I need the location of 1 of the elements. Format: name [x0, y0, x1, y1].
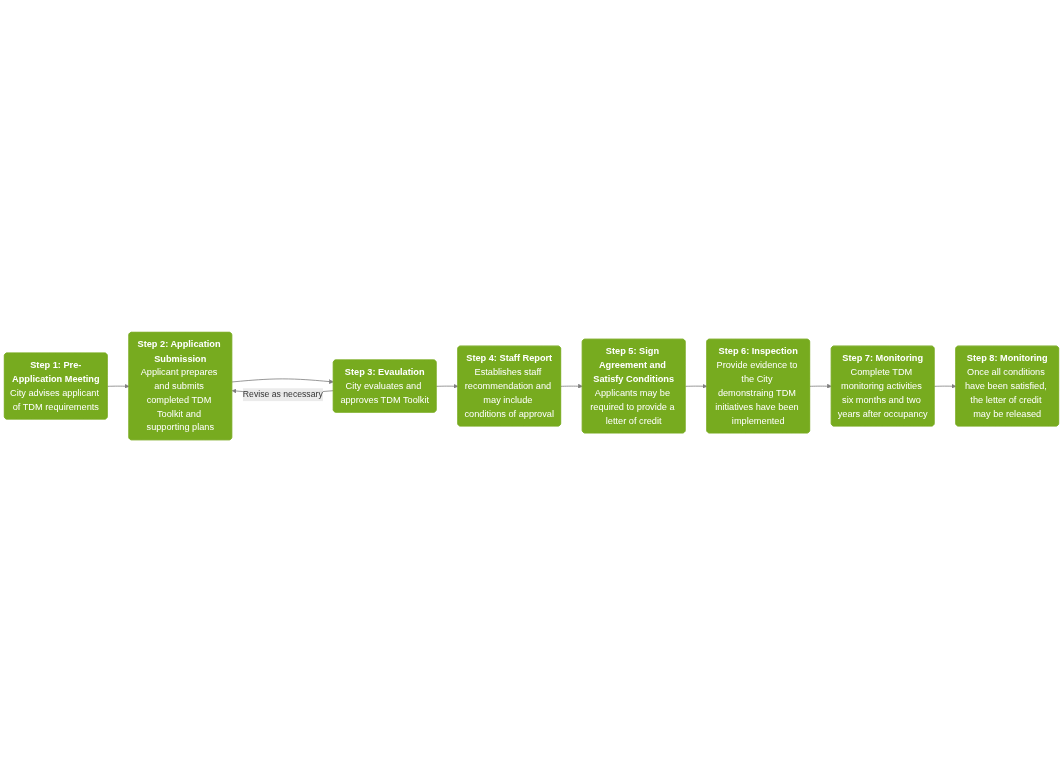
edge-label: Revise as necessary [242, 389, 323, 399]
